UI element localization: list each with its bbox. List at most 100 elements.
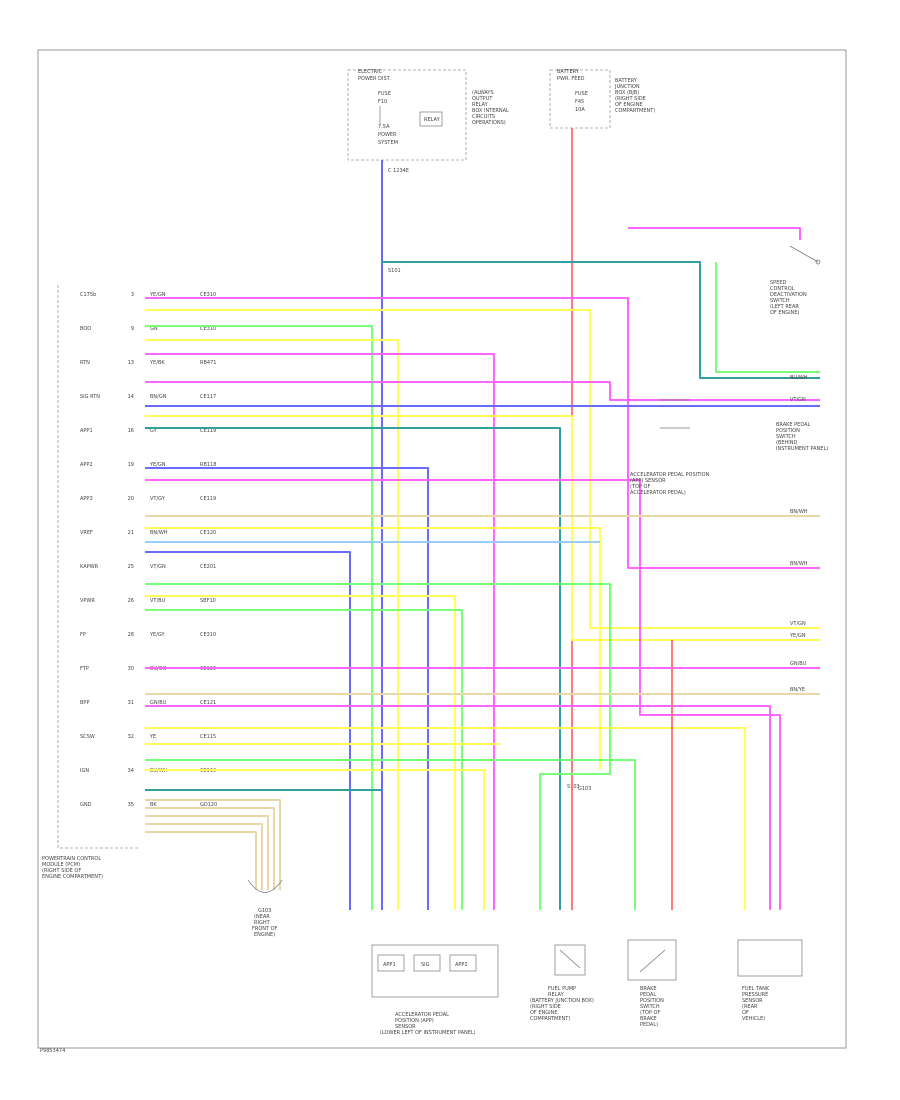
pcm-pin-pin: 32: [128, 734, 134, 740]
pcm-pin-pin: 9: [131, 326, 134, 332]
magenta-wire-4: [145, 479, 781, 910]
right-edge-label: YE/GN: [789, 633, 806, 639]
svg-text:OF ENGINE): OF ENGINE): [770, 310, 800, 316]
pcm-pin-pin: 20: [128, 496, 134, 502]
pcm-pin-wire: VT/BU: [150, 598, 166, 604]
deactivation-switch: SPEED CONTROL DEACTIVATION SWITCH (LEFT …: [770, 245, 821, 316]
pcm-pin-pin: 14: [128, 394, 134, 400]
svg-text:CIRCUITS: CIRCUITS: [472, 114, 495, 120]
green-wire-right: [715, 262, 820, 373]
pcm-pin-wire: GN: [150, 326, 158, 332]
svg-text:SIG: SIG: [421, 962, 430, 968]
svg-text:FUSE: FUSE: [378, 91, 391, 97]
blue-wire-3: [145, 467, 429, 910]
yellow-wire-5: [145, 595, 456, 910]
yellow-wire-4: [145, 527, 601, 770]
fuel-tank-pressure-sensor: FUEL TANK PRESSURE SENSOR (REAR OF VEHIC…: [737, 939, 803, 1022]
svg-text:SENSOR: SENSOR: [395, 1024, 416, 1030]
pcm-pin-wire: GN/BU: [150, 700, 167, 706]
pcm-pin-circuit: CE117: [200, 394, 216, 400]
pcm-pin-pin: 30: [128, 666, 134, 672]
magenta-wire-6: [145, 705, 771, 910]
svg-text:APP1: APP1: [383, 962, 396, 968]
pcm-pin-name: VPWR: [80, 598, 95, 604]
svg-text:POWER: POWER: [378, 132, 397, 138]
right-edge-label: VT/GN: [790, 621, 806, 627]
pcm-pin-wire: VT/GY: [150, 496, 166, 502]
svg-text:PWR. FEED: PWR. FEED: [557, 76, 585, 82]
pcm-pin-circuit: RB118: [200, 462, 216, 468]
pcm-pin-wire: BK: [150, 802, 157, 808]
yellow-wire-2: [145, 339, 399, 910]
magenta-wire-top: [628, 227, 801, 240]
svg-text:OF: OF: [742, 1010, 749, 1016]
teal-wire-2: [145, 427, 561, 910]
svg-text:OPERATIONS): OPERATIONS): [472, 120, 506, 126]
svg-text:7.5A: 7.5A: [378, 124, 390, 130]
s101-label: S101: [388, 268, 401, 274]
teal-wire-right: [382, 261, 820, 379]
brake-note-block: ACCELERATOR PEDAL POSITION (APP) SENSOR …: [630, 399, 828, 496]
svg-text:BRAKE: BRAKE: [640, 986, 657, 992]
green-wire-2: [145, 583, 611, 910]
svg-text:RELAY: RELAY: [548, 992, 565, 998]
yellow-wire-1: [145, 309, 820, 629]
pcm-pin-circuit: SBF10: [200, 598, 216, 604]
pcm-pin-name: APP1: [80, 428, 93, 434]
pcm-pin-wire: YE/GN: [149, 292, 166, 298]
yellow-wire-8: [145, 769, 485, 910]
svg-text:(LOWER LEFT OF INSTRUMENT PANE: (LOWER LEFT OF INSTRUMENT PANEL): [380, 1030, 476, 1036]
pcm-pin-wire: BN/GN: [150, 394, 167, 400]
pcm-pin-circuit: CE121: [200, 700, 216, 706]
svg-text:RELAY: RELAY: [472, 102, 489, 108]
svg-text:10A: 10A: [575, 107, 585, 113]
pcm-label-3: (RIGHT SIDE OF: [42, 868, 81, 874]
pcm-pin-name: APP2: [80, 462, 93, 468]
svg-text:ACCELERATOR PEDAL POSITION: ACCELERATOR PEDAL POSITION: [630, 472, 710, 478]
svg-text:ELECTRIC: ELECTRIC: [358, 69, 383, 75]
pcm-pin-circuit: GD120: [200, 802, 217, 808]
pcm-label-2: MODULE (PCM): [42, 862, 80, 868]
svg-text:SWITCH: SWITCH: [776, 434, 796, 440]
relay-symbol: [419, 111, 443, 127]
svg-text:COMPARTMENT): COMPARTMENT): [530, 1016, 570, 1022]
svg-text:POWER DIST.: POWER DIST.: [358, 76, 391, 82]
svg-text:FRONT OF: FRONT OF: [252, 926, 278, 932]
pcm-pin-wire: YE/BK: [149, 360, 165, 366]
svg-text:PEDAL): PEDAL): [640, 1022, 658, 1028]
svg-text:(BATTERY JUNCTION BOX): (BATTERY JUNCTION BOX): [530, 998, 594, 1004]
svg-text:SYSTEM: SYSTEM: [378, 140, 398, 146]
pcm-pin-circuit: CE120: [200, 530, 216, 536]
pcm-pin-pin: 25: [128, 564, 134, 570]
svg-text:G103: G103: [258, 908, 271, 914]
svg-text:APP2: APP2: [455, 962, 468, 968]
pcm-pin-circuit: CE119: [200, 496, 216, 502]
pcm-pin-name: C175b: [80, 292, 96, 298]
pcm-pin-name: VREF: [80, 530, 93, 536]
pcm-pin-wire: VT/GN: [150, 564, 166, 570]
svg-text:FUEL TANK: FUEL TANK: [742, 986, 770, 992]
pcm-pin-name: KAPWR: [80, 564, 99, 570]
s103-label: S103: [567, 784, 580, 790]
svg-text:INSTRUMENT PANEL): INSTRUMENT PANEL): [776, 446, 828, 452]
splice-label: C 1234E: [388, 168, 409, 174]
pcm-pin-circuit: CE310: [200, 632, 216, 638]
svg-text:OUTPUT: OUTPUT: [472, 96, 493, 102]
svg-text:CONTROL: CONTROL: [770, 286, 795, 292]
svg-text:PRESSURE: PRESSURE: [742, 992, 768, 998]
pcm-pin-wire: GY: [150, 428, 158, 434]
fuel-pump-relay: FUEL PUMP RELAY (BATTERY JUNCTION BOX) (…: [530, 944, 594, 1022]
blue-wire-4: [145, 551, 351, 910]
svg-text:(BEHIND: (BEHIND: [776, 440, 798, 446]
right-edge-label: BU/WH: [790, 375, 808, 381]
svg-text:SENSOR: SENSOR: [742, 998, 763, 1004]
svg-text:DEACTIVATION: DEACTIVATION: [770, 292, 807, 298]
pcm-pin-wire: YE/GN: [149, 462, 166, 468]
